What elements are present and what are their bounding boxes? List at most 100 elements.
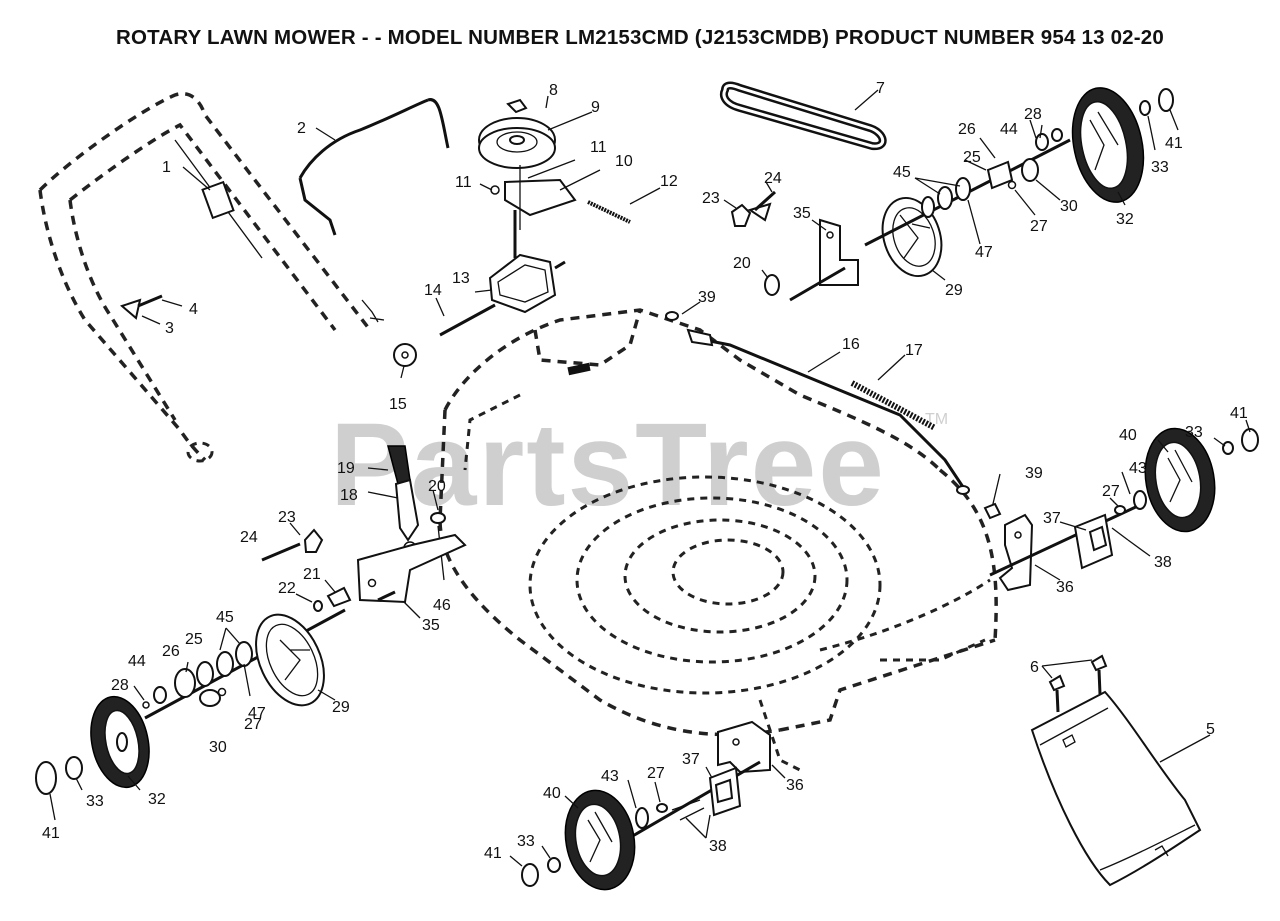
callout-26-front: 26 — [162, 643, 180, 660]
watermark-trademark: TM — [925, 411, 948, 428]
callout-2: 2 — [297, 120, 306, 137]
callout-43-lower: 43 — [601, 768, 619, 785]
callout-6: 6 — [1030, 659, 1039, 676]
page-title: ROTARY LAWN MOWER - - MODEL NUMBER LM215… — [115, 26, 1165, 49]
lower-center-wheel — [509, 779, 668, 891]
callout-32-rear: 32 — [1116, 211, 1134, 228]
callout-27-lower: 27 — [647, 765, 665, 782]
callout-22: 22 — [278, 580, 296, 597]
cable-clip-part — [174, 139, 263, 259]
callout-43-right: 43 — [1129, 460, 1147, 477]
handle-outline — [38, 92, 372, 463]
wing-nut-part-front — [261, 522, 324, 562]
rear-right-gears — [914, 119, 1063, 245]
callout-9: 9 — [591, 99, 600, 116]
front-bracket-part — [356, 533, 467, 619]
callout-47-rear: 47 — [975, 244, 993, 261]
rear-bracket-part — [789, 218, 859, 302]
mower-deck-outline — [438, 308, 998, 772]
callout-39-right: 39 — [1025, 465, 1043, 482]
callout-33-lower: 33 — [517, 833, 535, 850]
callout-13: 13 — [452, 270, 470, 287]
front-left-wheel — [35, 695, 150, 821]
callout-36-right: 36 — [1056, 579, 1074, 596]
callout-29-rear: 29 — [945, 282, 963, 299]
callout-25-front: 25 — [185, 631, 203, 648]
callout-1: 1 — [162, 159, 171, 176]
callout-26-rear: 26 — [958, 121, 976, 138]
callout-14: 14 — [424, 282, 442, 299]
front-left-gears — [133, 627, 253, 709]
shift-rod-part — [298, 98, 450, 236]
callout-28-front: 28 — [111, 677, 129, 694]
callout-41-right: 41 — [1230, 405, 1248, 422]
callout-27-front: 27 — [244, 716, 262, 733]
callout-8: 8 — [549, 82, 558, 99]
washer-part — [764, 274, 780, 296]
clip-part — [361, 299, 385, 323]
callout-37-lower: 37 — [682, 751, 700, 768]
front-left-hubcap-wheel — [255, 613, 336, 707]
callout-35-front: 35 — [422, 617, 440, 634]
lower-bracket-part — [599, 720, 786, 857]
callout-17: 17 — [905, 342, 923, 359]
wing-nut-part-rear — [723, 181, 777, 227]
callout-44-front: 44 — [128, 653, 146, 670]
callout-28-rear: 28 — [1024, 106, 1042, 123]
callout-labels: 1 2 3 4 5 6 7 8 9 10 11 11 12 13 14 15 1… — [42, 80, 1248, 862]
right-middle-wheel — [983, 419, 1259, 533]
callout-38-right: 38 — [1154, 554, 1172, 571]
spring-part — [587, 187, 661, 224]
callout-41-lower: 41 — [484, 845, 502, 862]
callout-23-rear: 23 — [702, 190, 720, 207]
callout-46: 46 — [433, 597, 451, 614]
callout-36-lower: 36 — [786, 777, 804, 794]
callout-37-right: 37 — [1043, 510, 1061, 527]
callout-15: 15 — [389, 396, 407, 413]
callout-40-right: 40 — [1119, 427, 1137, 444]
callout-39-rear: 39 — [698, 289, 716, 306]
callout-30-rear: 30 — [1060, 198, 1078, 215]
callout-35-rear: 35 — [793, 205, 811, 222]
callout-16: 16 — [842, 336, 860, 353]
callout-45-front: 45 — [216, 609, 234, 626]
callout-10: 10 — [615, 153, 633, 170]
callout-33-rear: 33 — [1151, 159, 1169, 176]
callout-27-right: 27 — [1102, 483, 1120, 500]
callout-29-front: 29 — [332, 699, 350, 716]
callout-44-rear: 44 — [1000, 121, 1018, 138]
callout-32-front: 32 — [148, 791, 166, 808]
callout-23-front: 23 — [278, 509, 296, 526]
callout-12: 12 — [660, 173, 678, 190]
rear-axle-part — [665, 301, 970, 495]
transmission-part — [393, 210, 566, 379]
drive-belt-part — [719, 81, 887, 151]
callout-41-rear: 41 — [1165, 135, 1183, 152]
pulley-part — [478, 95, 593, 169]
callout-40-lower: 40 — [543, 785, 561, 802]
callout-33-front: 33 — [86, 793, 104, 810]
callout-24-front: 24 — [240, 529, 258, 546]
axle-bolt-part — [295, 579, 352, 612]
watermark-text: PartsTree — [330, 399, 886, 531]
callout-5: 5 — [1206, 721, 1215, 738]
callout-21: 21 — [303, 566, 321, 583]
belt-guide-part — [479, 159, 601, 230]
callout-38-lower: 38 — [709, 838, 727, 855]
callout-27-rear: 27 — [1030, 218, 1048, 235]
callout-30-front: 30 — [209, 739, 227, 756]
callout-19: 19 — [337, 460, 355, 477]
callout-4: 4 — [189, 301, 198, 318]
callout-20-rear: 20 — [733, 255, 751, 272]
callout-11-left: 11 — [455, 174, 472, 191]
grass-deflector-part — [1030, 654, 1211, 887]
callout-20-front: 20 — [428, 478, 446, 495]
callout-18: 18 — [340, 487, 358, 504]
callout-11-right: 11 — [590, 139, 607, 156]
rear-right-wheel — [1071, 87, 1179, 206]
right-bracket-part — [989, 503, 1151, 592]
height-lever-part — [367, 445, 446, 581]
callout-45-rear: 45 — [893, 164, 911, 181]
callout-24-rear: 24 — [764, 170, 782, 187]
